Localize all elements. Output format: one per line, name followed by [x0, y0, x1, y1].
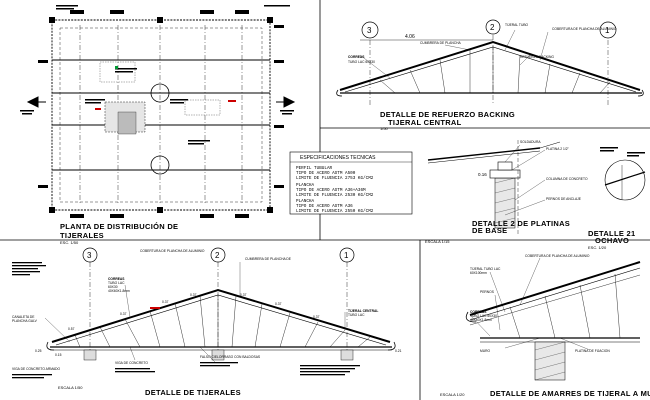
specs-line-4: TIPO DE ACERO ASTM A36+A36M [296, 188, 366, 193]
platina-dim: 0.16 [478, 172, 487, 177]
tijerales-correas: CORREAS [108, 277, 125, 281]
tijerales-correas-sub3: 40X60X1.8mm [108, 289, 130, 293]
platina-title-line2: DE BASE [472, 226, 507, 235]
tijerales-d1: 0.37 [120, 312, 127, 316]
refuerzo-cumbrera: CUMBRERA DE PLANCHA [420, 41, 461, 45]
platina-anclaje: PERNOS DE ANCLAJE [546, 197, 582, 201]
tijerales-axis-3: 3 [87, 251, 92, 260]
platina-soldadura: SOLDADURA [520, 140, 541, 144]
platina-view: SOLDADURA PLATINA 2 1/2" COLUMNA DE CONC… [425, 140, 588, 244]
refuerzo-axis-1: 1 [605, 26, 610, 35]
amarres-tijeral: TIJERAL TUBO LAC [470, 267, 501, 271]
tijerales-canaleta: CANALETA DE [12, 315, 35, 319]
specs-line-7: TIPO DE ACERO ASTM A36 [296, 204, 353, 209]
refuerzo-view: 3 2 1 4.06 [336, 19, 644, 131]
tijerales-cumbrera: CUMBRERA DE PLANCHA DE [245, 257, 292, 261]
specs-line-2: LIMITE DE FLUENCIA 2753 KG/CM2 [296, 176, 374, 181]
tijerales-d6: 0.37 [313, 315, 320, 319]
platina-title-line1: DETALLE 2 DE PLATINAS [472, 219, 570, 228]
refuerzo-title-line1: DETALLE DE REFUERZO BACKING [380, 110, 515, 119]
specs-line-0: PERFIL TUBULAR [296, 166, 333, 171]
tijerales-tijeral-central: TIJERAL CENTRAL [348, 309, 378, 313]
amarres-correas-sub: TUBO LAC 60X30 [470, 314, 497, 318]
tijerales-d7: 0.57 [68, 327, 75, 331]
platina-columna: COLUMNA DE CONCRETO [546, 177, 588, 181]
specs-line-1: TIPO DE ACERO ASTM A500 [296, 171, 356, 176]
platina-platina: PLATINA 2 1/2" [546, 147, 570, 151]
tijerales-falso: FALSO CIELORRASO CON BALDOSAS [200, 355, 261, 359]
amarres-cobertura: COBERTURA DE PLANCHA DE ALUMINIO [525, 254, 590, 258]
tijerales-d9: 0.21 [395, 349, 402, 353]
refuerzo-dimension: 4.06 [405, 34, 415, 40]
tijerales-canaleta-sub: PLANCHA GALV [12, 319, 38, 323]
specs-line-8: LIMITE DE FLUENCIA 2550 KG/CM2 [296, 209, 374, 214]
refuerzo-scale: 1/50 [380, 126, 389, 131]
platina-scale: ESCALA 1/15 [425, 239, 450, 244]
tijerales-correas-sub1: TUBO LAC [108, 281, 125, 285]
tijerales-title: DETALLE DE TIJERALES [145, 388, 241, 397]
planta-scale: ESC. 1/50 [60, 240, 79, 245]
amarres-tijeral-dim: 60X100mm [470, 271, 487, 275]
tijerales-view: 3 2 1 [12, 247, 402, 397]
ochavo-view: DETALLE 21 OCHAVO ESC. 1/20 [588, 147, 646, 250]
amarres-correas-sub2: 40X60X1.8mm [470, 318, 492, 322]
amarres-title: DETALLE DE AMARRES DE TIJERAL A MURO [490, 389, 650, 398]
refuerzo-axis-2: 2 [490, 23, 495, 32]
amarres-view: COBERTURA DE PLANCHA DE ALUMINIO TIJERAL… [440, 254, 650, 398]
ochavo-title-line1: DETALLE 21 [588, 229, 635, 238]
amarres-correas: CORREAS [470, 310, 487, 314]
tijerales-d10: 0.15 [55, 353, 62, 357]
tijerales-d3: 0.37 [190, 293, 197, 297]
refuerzo-cobertura: COBERTURA DE PLANCHA DE ALUMINIO [552, 27, 617, 31]
specs-line-6: PLANCHA [296, 199, 314, 204]
specs-title: ESPECIFICACIONES TECNICAS [300, 155, 376, 161]
planta-view: PLANTA DE DISTRIBUCIÓN DE TIJERALES ESC.… [20, 5, 296, 245]
tijerales-axis-1: 1 [344, 251, 349, 260]
amarres-platina: PLATINA DE FIJACION [575, 349, 610, 353]
tijerales-viga: VIGA DE CONCRETO [115, 361, 148, 365]
specs-line-3: PLANCHA [296, 183, 314, 188]
ochavo-title-line2: OCHAVO [595, 236, 629, 245]
amarres-pernos: PERNOS [480, 290, 495, 294]
refuerzo-correas-sub: TUBO LAC 60X30 [348, 60, 375, 64]
amarres-scale: ESCALA 1/20 [440, 392, 465, 397]
tijerales-viga2: VIGA DE CONCRETO ARMADO [12, 367, 61, 371]
tijerales-d2: 0.37 [162, 300, 169, 304]
tijerales-d5: 0.37 [275, 302, 282, 306]
tijerales-d4: 0.37 [240, 293, 247, 297]
ochavo-scale: ESC. 1/20 [588, 245, 607, 250]
amarres-muro: MURO [480, 349, 491, 353]
planta-title-line2: TIJERALES [60, 231, 104, 240]
refuerzo-title-line2: TIJERAL CENTRAL [388, 118, 462, 127]
refuerzo-backing: REFUERZO BACKING [520, 55, 554, 59]
tijerales-scale: ESCALA 1/50 [58, 385, 83, 390]
specs-line-5: LIMITE DE FLUENCIA 2530 KG/CM2 [296, 193, 374, 198]
specs-box: ESPECIFICACIONES TECNICAS PERFIL TUBULAR… [289, 151, 413, 215]
refuerzo-axis-3: 3 [367, 26, 372, 35]
tijerales-axis-2: 2 [215, 251, 220, 260]
planta-title-line1: PLANTA DE DISTRIBUCIÓN DE [60, 222, 178, 231]
tijerales-tijeral-sub: TUBO LAC [348, 313, 365, 317]
tijerales-cobertura: COBERTURA DE PLANCHA DE ALUMINIO [140, 249, 205, 253]
refuerzo-correas: CORREAS [348, 55, 365, 59]
tijerales-correas-sub2: 60X30 [108, 285, 118, 289]
refuerzo-tijeral: TIJERAL TUBO [505, 23, 529, 27]
tijerales-d8: 0.25 [35, 349, 42, 353]
